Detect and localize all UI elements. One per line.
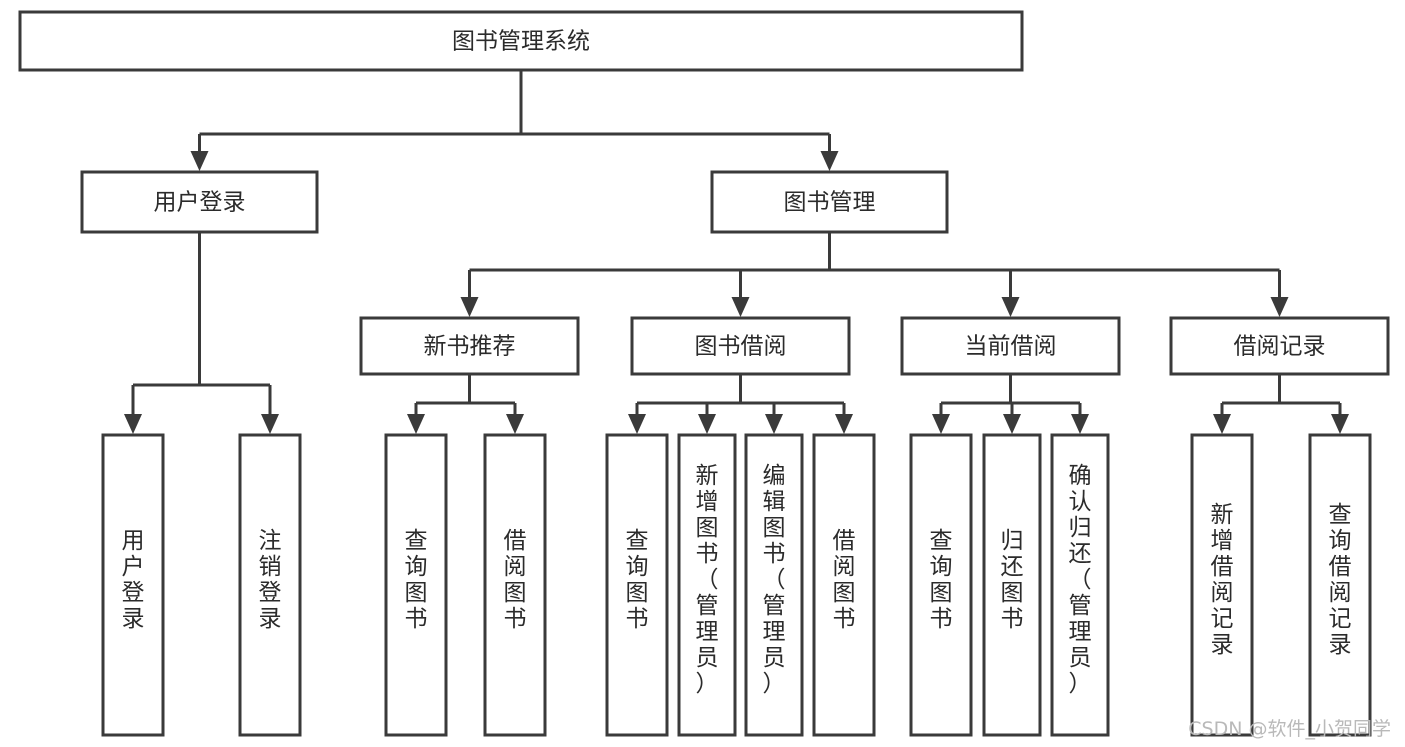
branch-root-to-level1 — [190, 70, 839, 171]
node-leaf-return-book[interactable]: 归还图书 — [982, 433, 1042, 737]
arrow-head-icon — [1001, 297, 1020, 317]
node-label: 新增图书（管理员） — [696, 463, 719, 697]
arrow-head-icon — [1331, 414, 1349, 434]
node-leaf-query-book-borrow[interactable]: 查询图书 — [605, 433, 669, 737]
arrow-head-icon — [765, 414, 783, 434]
node-leaf-query-book-rec[interactable]: 查询图书 — [384, 433, 448, 737]
node-label: 用户登录 — [154, 190, 246, 216]
arrow-head-icon — [820, 151, 839, 171]
node-box — [900, 316, 1121, 376]
node-new-book-rec[interactable]: 新书推荐 — [359, 316, 580, 376]
node-label: 当前借阅 — [965, 334, 1057, 360]
node-label: 编辑图书（管理员） — [763, 463, 786, 697]
arrow-head-icon — [506, 414, 524, 434]
branch-bookmanage-to-level2 — [460, 232, 1289, 317]
arrow-head-icon — [261, 414, 279, 434]
node-box — [483, 433, 547, 737]
node-label: 图书借阅 — [695, 334, 787, 360]
node-box — [909, 433, 973, 737]
watermark-label: CSDN @软件_小贺同学 — [1188, 718, 1391, 740]
arrow-head-icon — [124, 414, 142, 434]
node-layer: 图书管理系统用户登录图书管理新书推荐图书借阅当前借阅借阅记录用户登录注销登录查询… — [18, 10, 1390, 737]
node-label: 注销登录 — [259, 528, 282, 632]
node-box — [1169, 316, 1390, 376]
node-label: 借阅图书 — [504, 528, 527, 632]
node-leaf-borrow-book-rec[interactable]: 借阅图书 — [483, 433, 547, 737]
node-label: 图书管理 — [784, 190, 876, 216]
node-book-manage[interactable]: 图书管理 — [710, 170, 949, 234]
node-label: 图书管理系统 — [452, 29, 590, 55]
node-user-login[interactable]: 用户登录 — [80, 170, 319, 234]
arrow-head-icon — [698, 414, 716, 434]
branch-book-borrow-to-leaves — [628, 374, 853, 434]
node-leaf-user-login[interactable]: 用户登录 — [101, 433, 165, 737]
node-box — [80, 170, 319, 234]
node-box — [605, 433, 669, 737]
node-label: 查询图书 — [626, 528, 649, 632]
node-box — [677, 433, 737, 737]
node-leaf-add-book[interactable]: 新增图书（管理员） — [677, 433, 737, 737]
node-label: 借阅记录 — [1234, 334, 1326, 360]
arrow-head-icon — [460, 297, 479, 317]
node-label: 归还图书 — [1001, 528, 1024, 632]
arrow-head-icon — [1071, 414, 1089, 434]
arrow-head-icon — [731, 297, 750, 317]
node-label: 查询图书 — [930, 528, 953, 632]
node-leaf-query-borrow-record[interactable]: 查询借阅记录 — [1308, 433, 1372, 737]
node-box — [812, 433, 876, 737]
node-label: 借阅图书 — [833, 528, 856, 632]
arrow-head-icon — [628, 414, 646, 434]
node-leaf-confirm-return[interactable]: 确认归还（管理员） — [1050, 433, 1110, 737]
node-leaf-borrow-book[interactable]: 借阅图书 — [812, 433, 876, 737]
connector-layer — [124, 70, 1349, 434]
node-label: 查询借阅记录 — [1329, 502, 1352, 658]
node-box — [1308, 433, 1372, 737]
node-box — [384, 433, 448, 737]
node-label: 确认归还（管理员） — [1069, 463, 1092, 697]
branch-borrow-record-to-leaves — [1213, 374, 1349, 434]
node-leaf-add-borrow-record[interactable]: 新增借阅记录 — [1190, 433, 1254, 737]
node-current-borrow[interactable]: 当前借阅 — [900, 316, 1121, 376]
arrow-head-icon — [932, 414, 950, 434]
node-box — [238, 433, 302, 737]
node-box — [359, 316, 580, 376]
node-label: 新书推荐 — [424, 334, 516, 360]
node-label: 新增借阅记录 — [1211, 502, 1234, 658]
node-box — [744, 433, 804, 737]
arrow-head-icon — [1003, 414, 1021, 434]
node-box — [18, 10, 1024, 72]
arrow-head-icon — [1270, 297, 1289, 317]
node-label: 用户登录 — [122, 528, 145, 632]
node-leaf-query-book-current[interactable]: 查询图书 — [909, 433, 973, 737]
node-root[interactable]: 图书管理系统 — [18, 10, 1024, 72]
node-box — [710, 170, 949, 234]
node-box — [982, 433, 1042, 737]
arrow-head-icon — [190, 151, 209, 171]
node-leaf-logout-login[interactable]: 注销登录 — [238, 433, 302, 737]
node-box — [630, 316, 851, 376]
node-label: 查询图书 — [405, 528, 428, 632]
node-box — [1190, 433, 1254, 737]
arrow-head-icon — [835, 414, 853, 434]
branch-user-login-to-leaves — [124, 232, 279, 434]
node-borrow-record[interactable]: 借阅记录 — [1169, 316, 1390, 376]
branch-current-borrow-to-leaves — [932, 374, 1089, 434]
arrow-head-icon — [1213, 414, 1231, 434]
branch-new-book-rec-to-leaves — [407, 374, 524, 434]
node-box — [101, 433, 165, 737]
arrow-head-icon — [407, 414, 425, 434]
node-leaf-edit-book[interactable]: 编辑图书（管理员） — [744, 433, 804, 737]
node-box — [1050, 433, 1110, 737]
node-book-borrow[interactable]: 图书借阅 — [630, 316, 851, 376]
